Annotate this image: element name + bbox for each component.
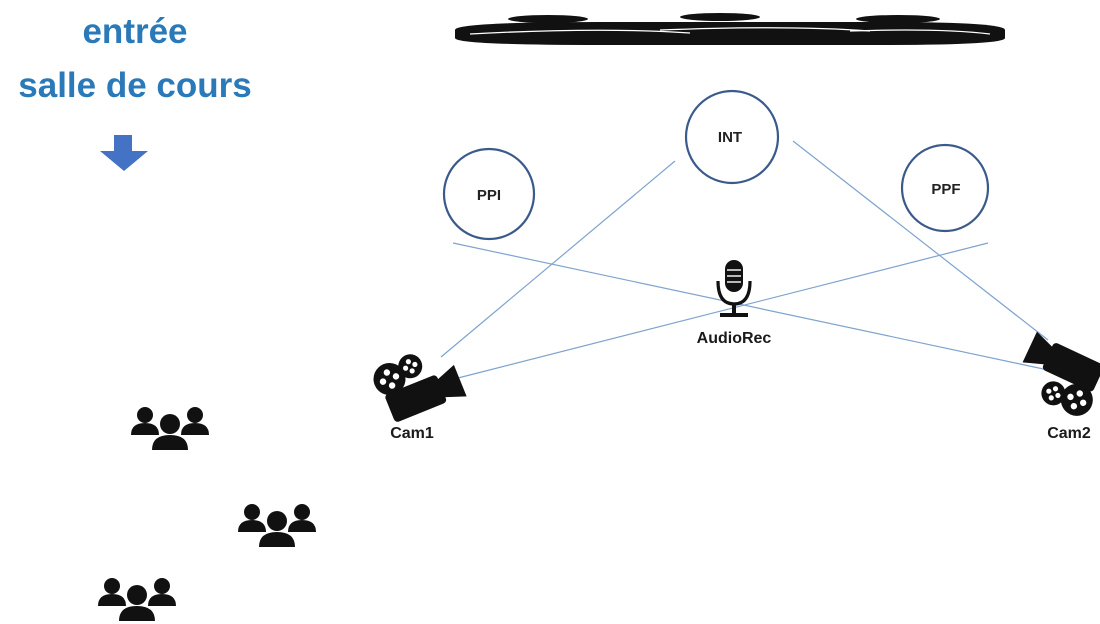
sightline-int-cam1 — [440, 160, 676, 358]
sightline-int-cam2 — [792, 140, 1049, 341]
sightline-ppi-cam2 — [452, 242, 1049, 371]
arrow-down-icon — [100, 135, 148, 171]
entrance-label-line2: salle de cours — [18, 66, 252, 105]
position-int-circle — [684, 89, 780, 185]
position-ppf-circle — [900, 143, 990, 233]
video-camera-icon — [368, 339, 467, 427]
users-group-icon — [238, 504, 316, 547]
users-group-icon — [98, 578, 176, 621]
position-ppf-label: PPF — [931, 181, 960, 198]
position-ppi-label: PPI — [477, 187, 501, 204]
sightline-ppf-cam1 — [457, 242, 989, 379]
position-ppi: PPI — [442, 147, 536, 241]
video-camera-icon — [1011, 331, 1100, 422]
seating-board-icon — [455, 13, 1005, 45]
position-int-label: INT — [718, 129, 742, 146]
entrance-label-line1: entrée — [82, 12, 188, 51]
sightlines — [440, 140, 1049, 379]
cam2-label: Cam2 — [1047, 425, 1091, 442]
mic-label: AudioRec — [697, 330, 772, 347]
users-group-icon — [131, 407, 209, 450]
position-ppi-circle — [442, 147, 536, 241]
microphone-icon — [716, 260, 752, 317]
position-int: INT — [684, 89, 780, 185]
position-ppf: PPF — [900, 143, 990, 233]
cam1-label: Cam1 — [390, 425, 434, 442]
